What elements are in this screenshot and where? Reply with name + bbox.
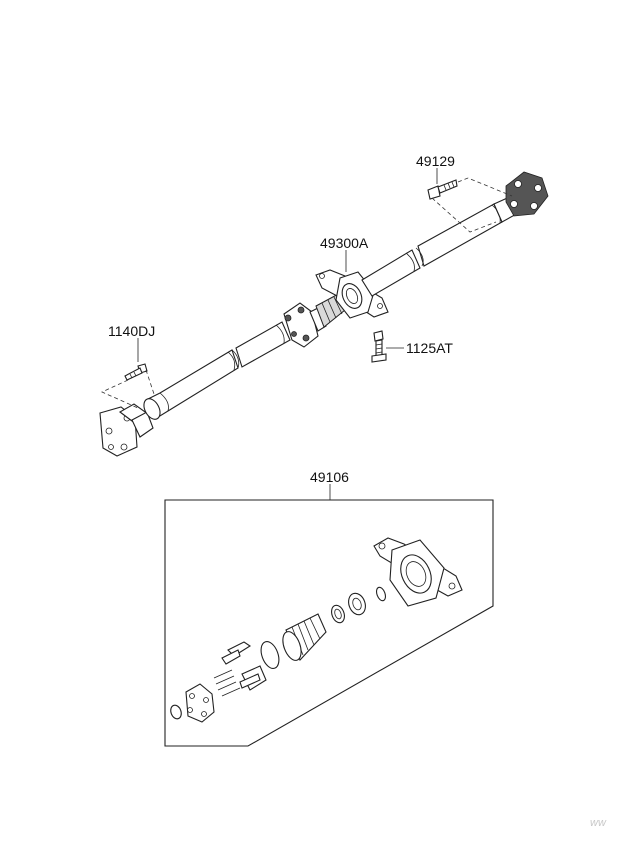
watermark: ww [590, 817, 607, 829]
kit-clamp-band [260, 641, 280, 669]
center-bearing-bracket [315, 269, 389, 319]
label-center-bearing: 49300A [320, 235, 369, 251]
kit-snap-ring [375, 586, 387, 602]
front-yoke-bolt [124, 363, 148, 381]
front-flange-yoke [99, 403, 154, 457]
rear-flex-coupling [505, 171, 549, 217]
kit-rubber-boot [282, 613, 327, 661]
leader-lines [137, 168, 438, 500]
front-shaft-tube [143, 349, 240, 420]
label-bolt-rear: 49129 [416, 153, 455, 169]
kit-center-bearing [373, 537, 463, 607]
label-bearing-bolt: 1125AT [406, 340, 453, 356]
kit-flex-disc [185, 683, 215, 723]
kit-washer-small [331, 604, 345, 624]
rear-coupling-bolt [427, 179, 458, 200]
kit-washer-large [348, 592, 366, 616]
label-kit: 49106 [310, 469, 349, 485]
repair-kit-box [164, 499, 494, 747]
kit-o-ring [170, 704, 182, 720]
label-bolt-front: 1140DJ [108, 323, 155, 339]
propeller-shaft-assembly [99, 171, 549, 457]
rear-shaft-tube [361, 194, 526, 297]
middle-shaft-tube [235, 321, 291, 368]
center-bearing-bolt [371, 330, 387, 363]
center-joint [283, 302, 327, 348]
kit-flange-bolts [213, 641, 267, 697]
